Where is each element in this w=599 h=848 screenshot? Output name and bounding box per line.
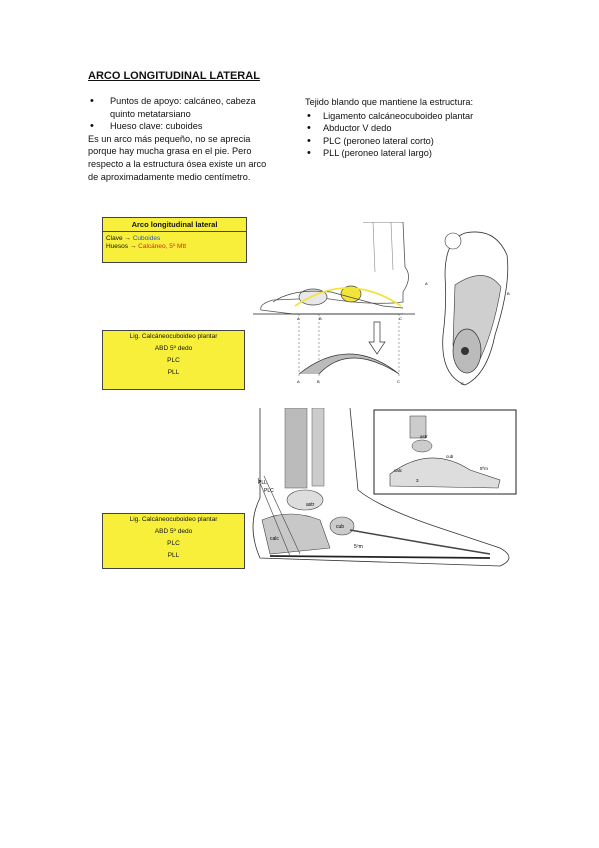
fp-label-b: B: [507, 291, 510, 296]
box-line: ABD 5º dedo: [154, 528, 193, 535]
bullet-item: Ligamento calcáneocuboideo plantar: [305, 110, 535, 123]
box-line: PLL: [167, 552, 180, 559]
plc-label: PLC: [264, 488, 274, 494]
page-title: ARCO LONGITUDINAL LATERAL: [88, 70, 260, 82]
lateral-foot-arch-figure: A B C A B C: [253, 222, 415, 384]
box-line: PLC: [167, 357, 180, 364]
box-line: ABD 5º dedo: [154, 345, 193, 352]
box-line: PLC: [167, 540, 180, 547]
bullet-item: PLC (peroneo lateral corto): [305, 135, 535, 148]
paragraph: Es un arco más pequeño, no se aprecia po…: [88, 133, 267, 182]
label-b: B: [319, 316, 322, 321]
box-line: Lig. Calcáneocuboideo plantar: [129, 333, 218, 340]
soft-tissue-box-2: Lig. Calcáneocuboideo plantar ABD 5º ded…: [102, 513, 245, 569]
soft-tissue-intro: Tejido blando que mantiene la estructura…: [305, 97, 474, 107]
left-column: Puntos de apoyo: calcáneo, cabezaquinto …: [88, 95, 298, 184]
astr-label: astr: [306, 502, 315, 508]
box-line-clave: Clave → Cuboides: [106, 235, 161, 242]
inset-cub: cub: [446, 454, 454, 459]
inset-5m: 5ºm: [480, 466, 488, 471]
soft-tissue-box: Lig. Calcáneocuboideo plantar ABD 5º ded…: [102, 330, 245, 390]
arch-summary-box: Arco longitudinal lateral Clave → Cuboid…: [102, 217, 247, 263]
bullet-item: Abductor V dedo: [305, 122, 535, 135]
label-c: C: [399, 316, 402, 321]
calc-label: calc: [270, 536, 279, 542]
fp-label-c: C: [461, 381, 464, 386]
footprint-figure: A B C: [425, 231, 510, 386]
inset-astr: astr: [420, 434, 428, 439]
right-column: Tejido blando que mantiene la estructura…: [305, 96, 535, 160]
inset-3: 3: [416, 478, 419, 483]
pll-label: PLL: [258, 480, 267, 486]
bullet-item: Hueso clave: cuboides: [88, 120, 298, 133]
label-a: A: [297, 316, 300, 321]
lateral-foot-tendons-figure: PLL PLC calc cub astr 5ºm astr calc cub …: [252, 408, 517, 567]
label-b-lower: B: [317, 379, 320, 384]
bullet-item: Puntos de apoyo: calcáneo, cabezaquinto …: [88, 95, 298, 120]
5m-label: 5ºm: [354, 544, 363, 550]
fp-label-a: A: [425, 281, 428, 286]
inset-calc: calc: [394, 468, 403, 473]
bullet-item: PLL (peroneo lateral largo): [305, 147, 535, 160]
box-line: Lig. Calcáneocuboideo plantar: [129, 516, 218, 523]
label-a-lower: A: [297, 379, 300, 384]
box-line: PLL: [167, 369, 180, 376]
cub-label: cub: [336, 524, 344, 530]
label-c-lower: C: [397, 379, 400, 384]
box-line-huesos: Huesos → Calcáneo, 5º Mtt: [106, 243, 187, 250]
box-heading: Arco longitudinal lateral: [103, 218, 246, 232]
